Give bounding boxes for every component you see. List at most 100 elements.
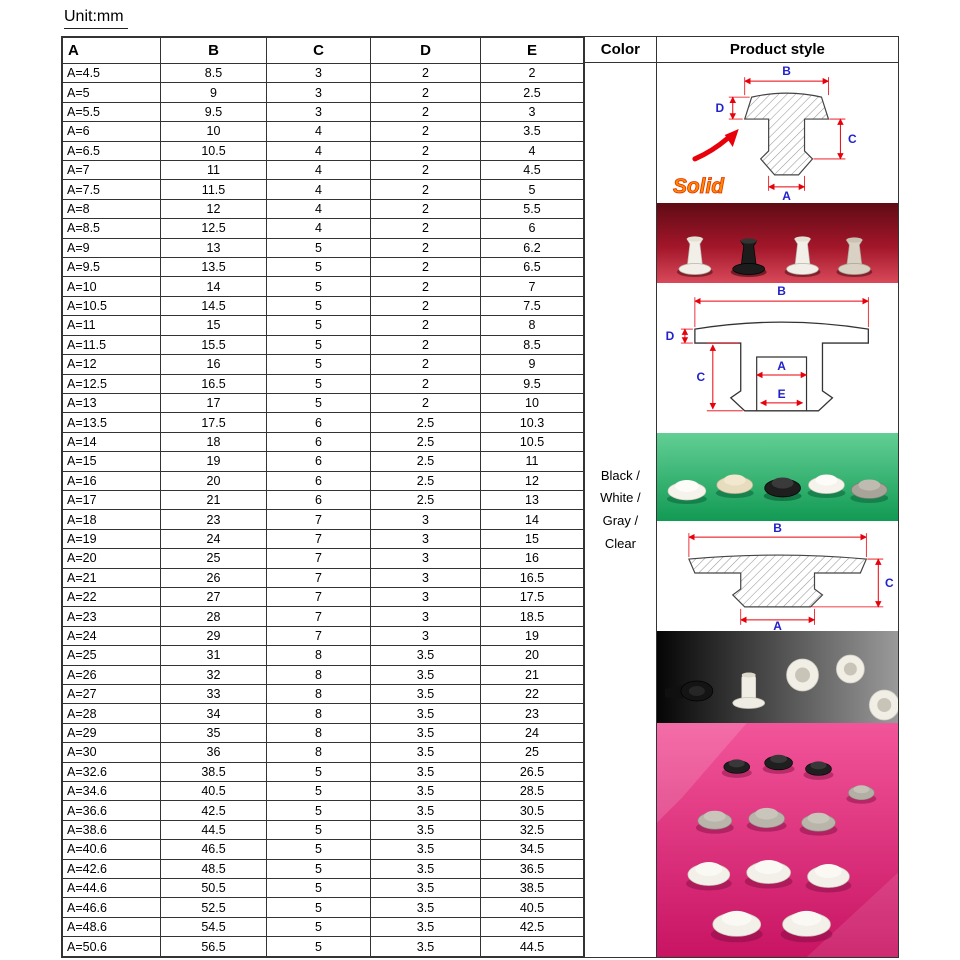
cell-c: 3 <box>266 82 371 103</box>
cell-c: 5 <box>266 761 371 783</box>
cell-c: 8 <box>266 645 371 666</box>
hollow-plug-diagram: B D C A E <box>657 283 898 433</box>
product-style-body: B D C A S <box>656 63 898 957</box>
solid-caption: Solid <box>673 175 725 198</box>
cell-a: A=25 <box>62 645 161 666</box>
cell-d: 2.5 <box>370 489 481 511</box>
cell-c: 7 <box>266 625 371 647</box>
cell-d: 2.5 <box>370 470 481 491</box>
cell-d: 3 <box>370 625 481 647</box>
cell-e: 10.3 <box>480 412 584 433</box>
cell-c: 6 <box>266 451 371 472</box>
cell-d: 3.5 <box>370 703 481 724</box>
color-line: Black / <box>600 467 640 483</box>
plug-shape <box>666 480 707 504</box>
hollow-plug-outline <box>693 321 869 412</box>
cell-b: 25 <box>160 548 267 569</box>
cell-a: A=17 <box>62 489 161 511</box>
cell-d: 2 <box>370 218 481 239</box>
plug-shape <box>835 654 865 684</box>
cell-a: A=30 <box>62 742 161 763</box>
cell-a: A=19 <box>62 528 161 550</box>
cell-a: A=8 <box>62 198 161 220</box>
cell-b: 38.5 <box>160 761 267 783</box>
cell-c: 4 <box>266 218 371 239</box>
plug-cross-section-shape <box>743 92 830 176</box>
cell-c: 5 <box>266 858 371 880</box>
cell-b: 48.5 <box>160 858 267 880</box>
cell-d: 3.5 <box>370 664 481 686</box>
cell-e: 10.5 <box>480 431 584 453</box>
cell-b: 42.5 <box>160 800 267 821</box>
cell-a: A=6 <box>62 121 161 142</box>
plug-shape <box>846 785 877 804</box>
cell-a: A=18 <box>62 509 161 530</box>
plug-shape <box>664 680 713 702</box>
cell-d: 3.5 <box>370 800 481 821</box>
header-b: B <box>160 37 267 64</box>
product-style-header: Product style <box>656 37 898 63</box>
cell-d: 2 <box>370 315 481 336</box>
cell-e: 8.5 <box>480 334 584 356</box>
cell-b: 34 <box>160 703 267 724</box>
dim-label-b: B <box>777 284 786 298</box>
cell-c: 5 <box>266 257 371 278</box>
cell-e: 34.5 <box>480 839 584 860</box>
cell-a: A=40.6 <box>62 839 161 860</box>
cell-b: 24 <box>160 528 267 550</box>
cell-a: A=16 <box>62 470 161 491</box>
flange-plug-diagram: B C A <box>657 521 898 631</box>
plug-shape <box>676 236 713 277</box>
cell-b: 14 <box>160 276 267 297</box>
cell-e: 9 <box>480 354 584 375</box>
plug-shape <box>715 474 754 498</box>
cell-b: 17.5 <box>160 412 267 433</box>
cell-e: 42.5 <box>480 916 584 938</box>
cell-b: 9 <box>160 82 267 103</box>
cell-c: 5 <box>266 334 371 356</box>
cell-d: 2 <box>370 62 481 84</box>
dim-label-c: C <box>848 132 857 146</box>
cell-a: A=21 <box>62 567 161 588</box>
plug-shape <box>784 236 821 277</box>
cell-b: 16 <box>160 354 267 375</box>
cell-a: A=7.5 <box>62 179 161 200</box>
cell-a: A=5.5 <box>62 101 161 123</box>
cell-e: 38.5 <box>480 878 584 899</box>
color-value: Black / White / Gray / Clear <box>585 63 656 957</box>
cell-a: A=46.6 <box>62 897 161 918</box>
cell-d: 3.5 <box>370 897 481 918</box>
cell-c: 6 <box>266 470 371 491</box>
cell-a: A=36.6 <box>62 800 161 821</box>
dim-label-e: E <box>777 387 785 401</box>
plug-shape <box>868 689 898 721</box>
cell-a: A=23 <box>62 606 161 627</box>
cell-c: 7 <box>266 586 371 608</box>
plug-shape <box>836 237 873 277</box>
cell-c: 5 <box>266 897 371 918</box>
plug-shape <box>803 761 834 780</box>
cell-b: 31 <box>160 645 267 666</box>
cell-d: 2.5 <box>370 412 481 433</box>
color-column: Color Black / White / Gray / Clear <box>584 37 656 957</box>
cap-photo-green <box>656 433 898 521</box>
cell-b: 20 <box>160 470 267 491</box>
cell-d: 2 <box>370 295 481 317</box>
dim-label-d: D <box>715 101 724 115</box>
cell-e: 4.5 <box>480 160 584 181</box>
cell-c: 5 <box>266 878 371 899</box>
header-e: E <box>480 37 584 64</box>
plug-shape <box>685 862 732 891</box>
cell-c: 7 <box>266 509 371 530</box>
